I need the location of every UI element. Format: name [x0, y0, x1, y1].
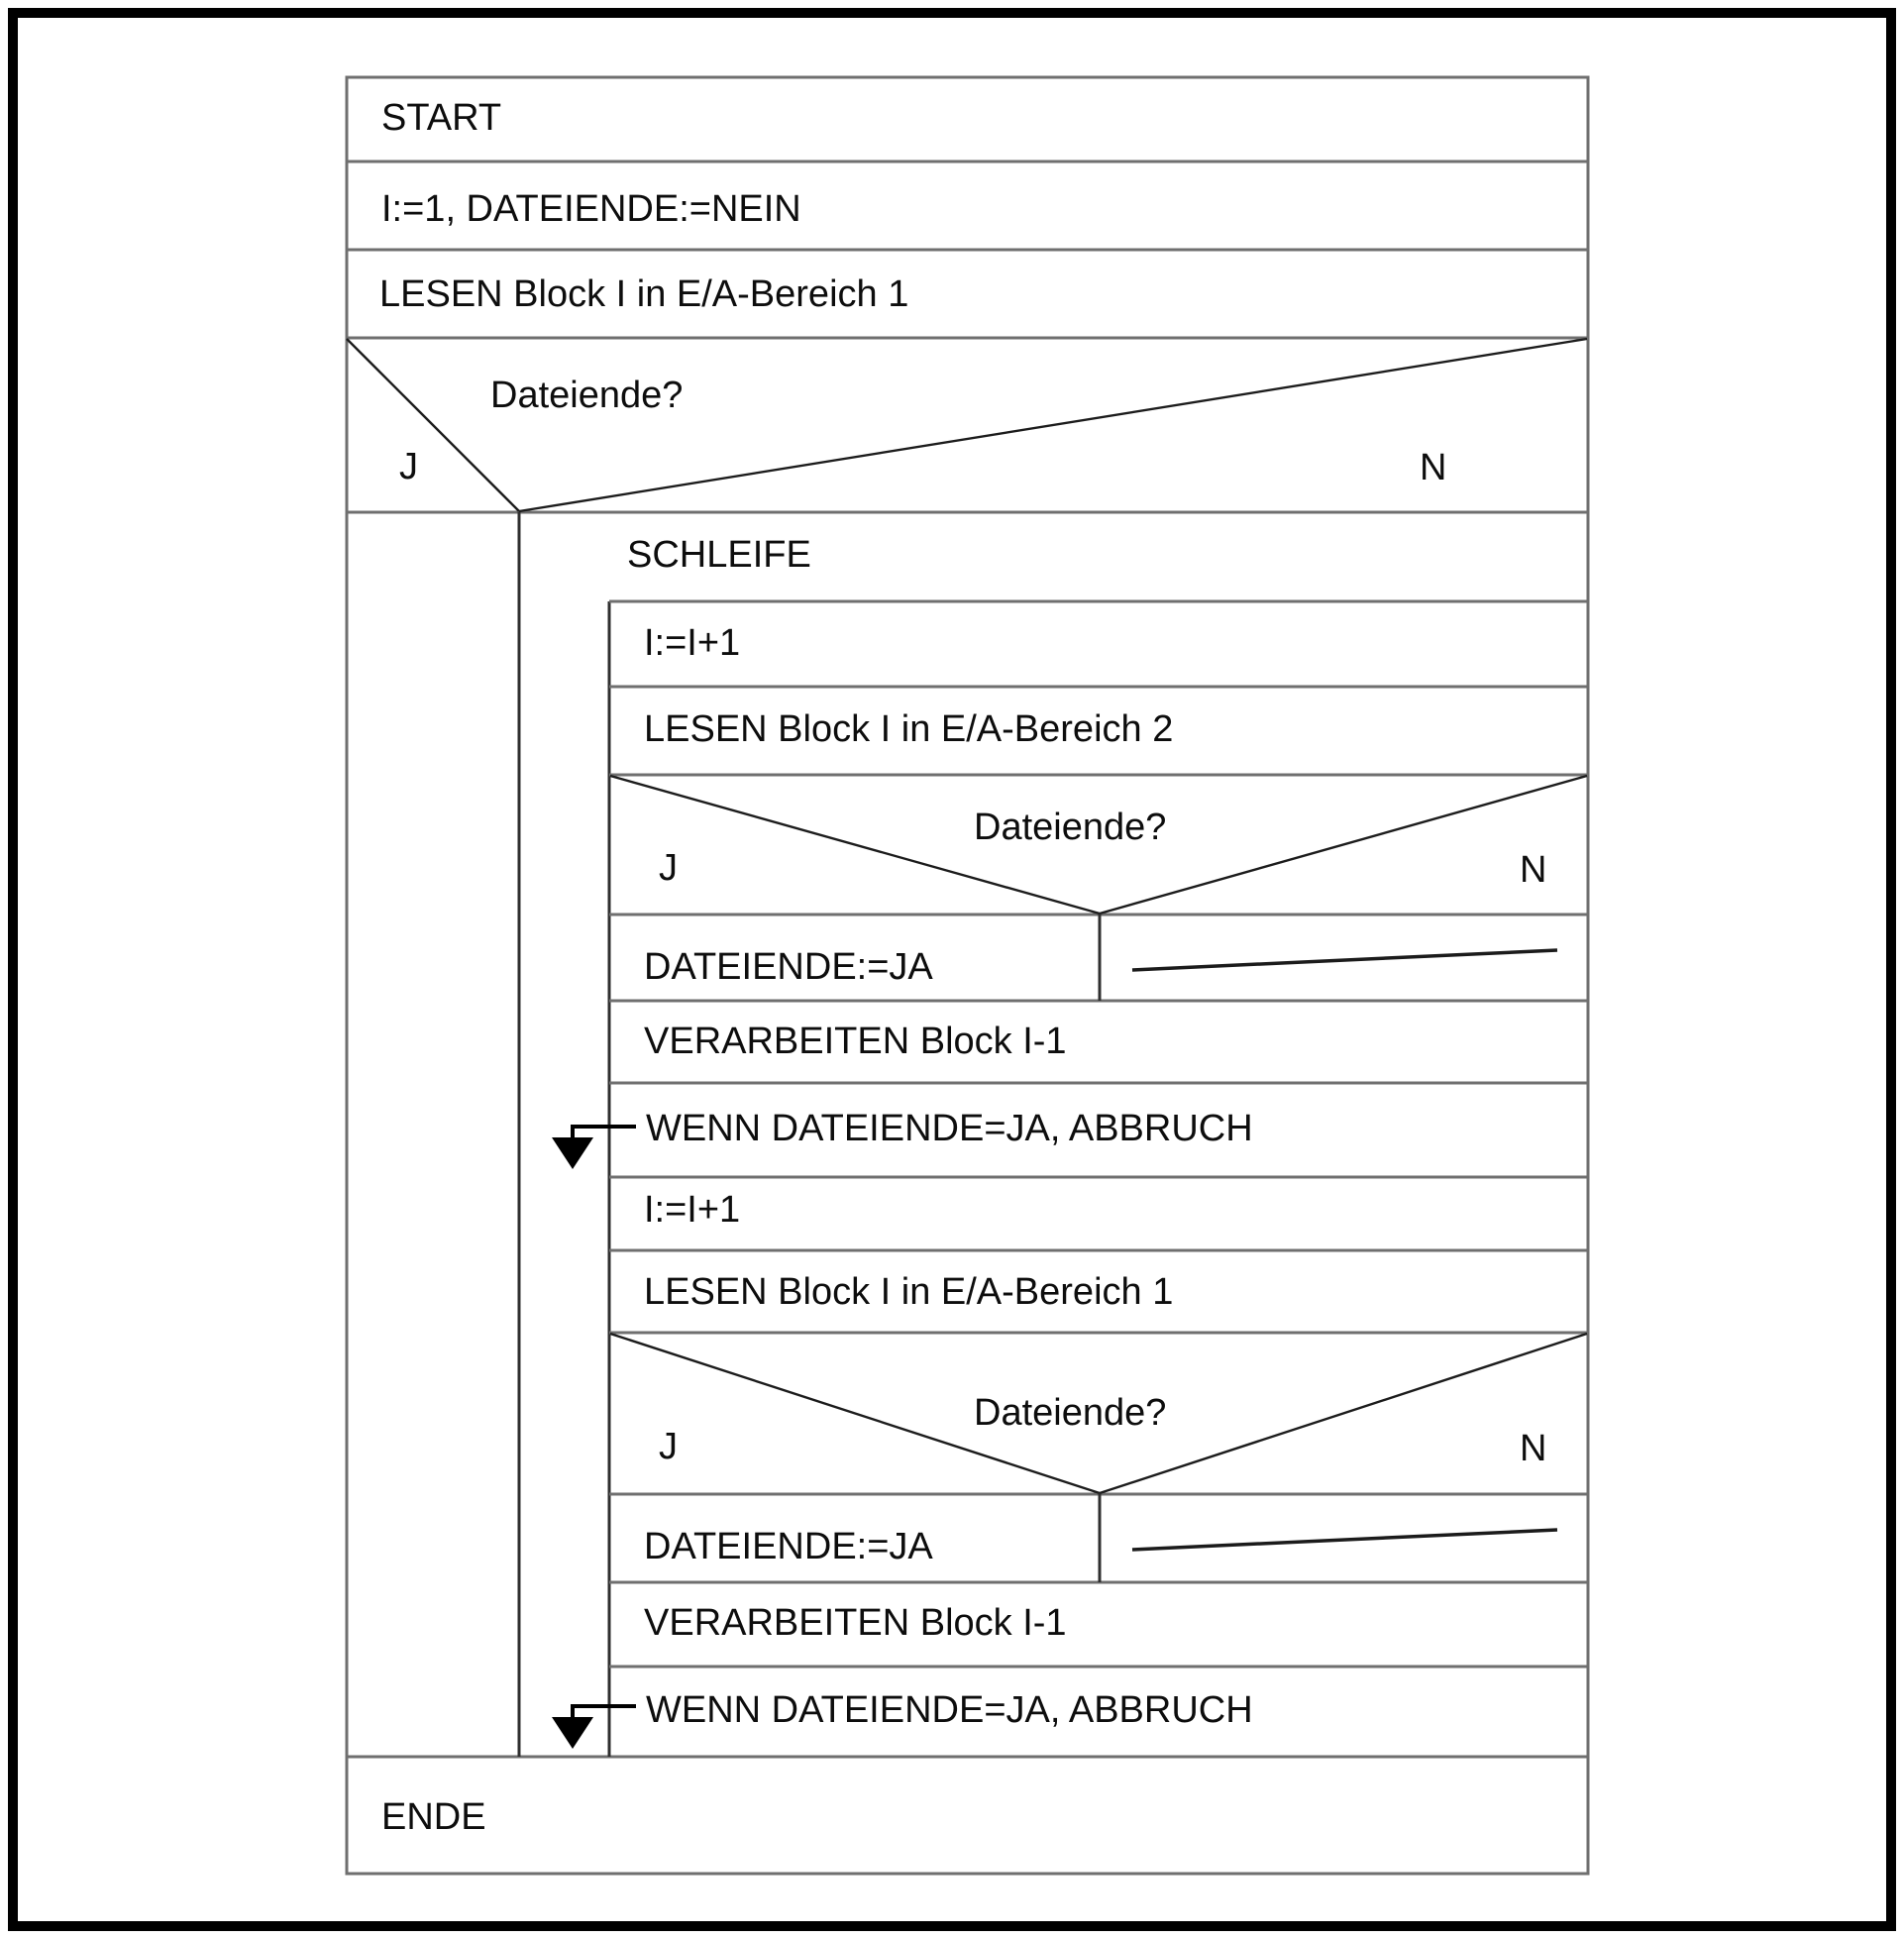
decision1-right-diagonal — [518, 337, 1588, 513]
loop-abort1-label: WENN DATEIENDE=JA, ABBRUCH — [646, 1108, 1253, 1149]
read-block1-label: LESEN Block I in E/A-Bereich 1 — [379, 273, 908, 315]
decision3-no-label: N — [1520, 1428, 1546, 1469]
decision3-yes-action-label: DATEIENDE:=JA — [644, 1526, 933, 1567]
start-block-label: START — [381, 97, 501, 139]
structogram-outline — [345, 75, 1590, 1876]
loop-read-buffer2-label: LESEN Block I in E/A-Bereich 2 — [644, 708, 1173, 750]
loop-process1-label: VERARBEITEN Block I-1 — [644, 1021, 1067, 1062]
loop-read-buffer1-label: LESEN Block I in E/A-Bereich 1 — [644, 1271, 1173, 1313]
loop-abort2-label: WENN DATEIENDE=JA, ABBRUCH — [646, 1689, 1253, 1731]
decision3-left-diagonal — [609, 1332, 1101, 1495]
empty-cell-slash — [1131, 1528, 1558, 1552]
decision3-right-diagonal — [1099, 1332, 1588, 1495]
decision2-yes-label: J — [659, 847, 678, 889]
decision1-question-label: Dateiende? — [490, 375, 683, 416]
decision2-right-diagonal — [1099, 774, 1588, 916]
decision2-no-label: N — [1520, 849, 1546, 891]
end-block-label: ENDE — [381, 1796, 486, 1838]
loop-increment1-label: I:=I+1 — [644, 622, 740, 664]
decision1-yes-label: J — [399, 446, 418, 487]
decision1-left-diagonal — [346, 338, 520, 512]
decision1-no-label: N — [1420, 447, 1446, 488]
decision3-question-label: Dateiende? — [974, 1392, 1166, 1434]
init-block-label: I:=1, DATEIENDE:=NEIN — [381, 188, 801, 230]
loop-header-label: SCHLEIFE — [627, 534, 811, 576]
loop-process2-label: VERARBEITEN Block I-1 — [644, 1602, 1067, 1644]
loop-increment2-label: I:=I+1 — [644, 1189, 740, 1231]
empty-cell-slash — [1131, 948, 1558, 972]
decision2-left-diagonal — [609, 774, 1101, 916]
abort1-arrow-head — [552, 1137, 593, 1169]
decision2-question-label: Dateiende? — [974, 807, 1166, 848]
decision2-yes-action-label: DATEIENDE:=JA — [644, 946, 933, 988]
decision3-yes-label: J — [659, 1426, 678, 1467]
abort2-arrow-head — [552, 1717, 593, 1749]
abort2-arrow-line — [571, 1704, 636, 1719]
abort1-arrow-line — [571, 1125, 636, 1139]
